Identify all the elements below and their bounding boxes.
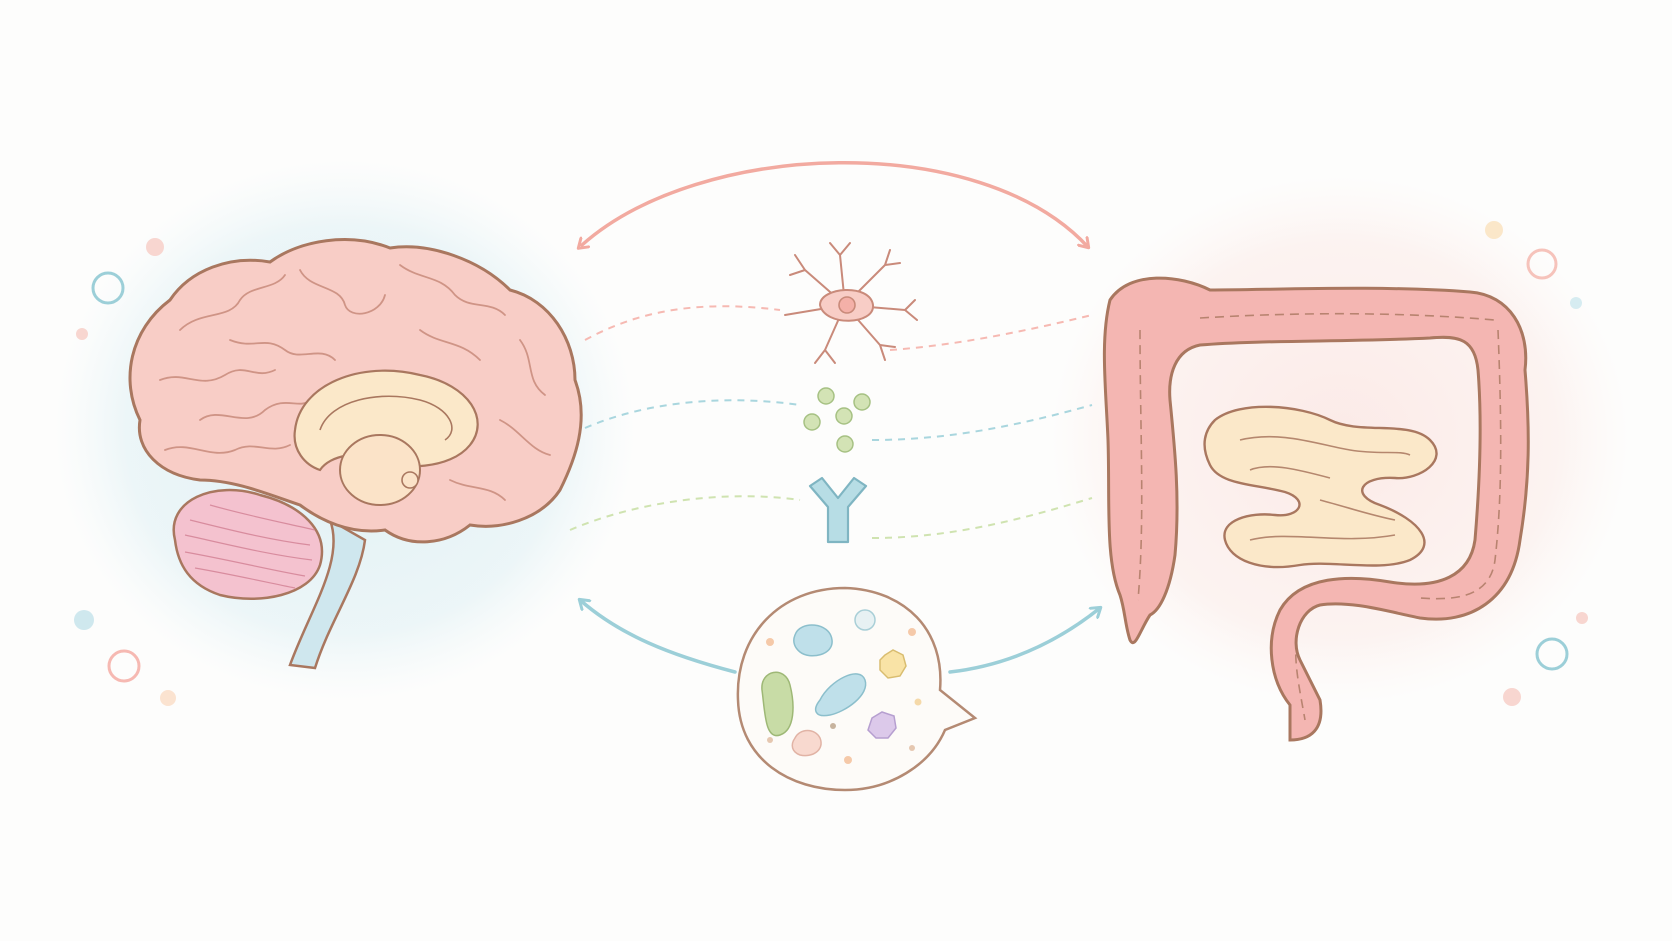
molecules-icon — [804, 388, 870, 452]
microbiome-icon — [738, 588, 975, 790]
top-bidirectional-arrow — [582, 163, 1088, 247]
bottom-arrow-right — [950, 608, 1100, 672]
neuron-icon — [785, 243, 917, 363]
bottom-arrow-left — [580, 600, 735, 672]
antibody-icon — [810, 478, 866, 542]
